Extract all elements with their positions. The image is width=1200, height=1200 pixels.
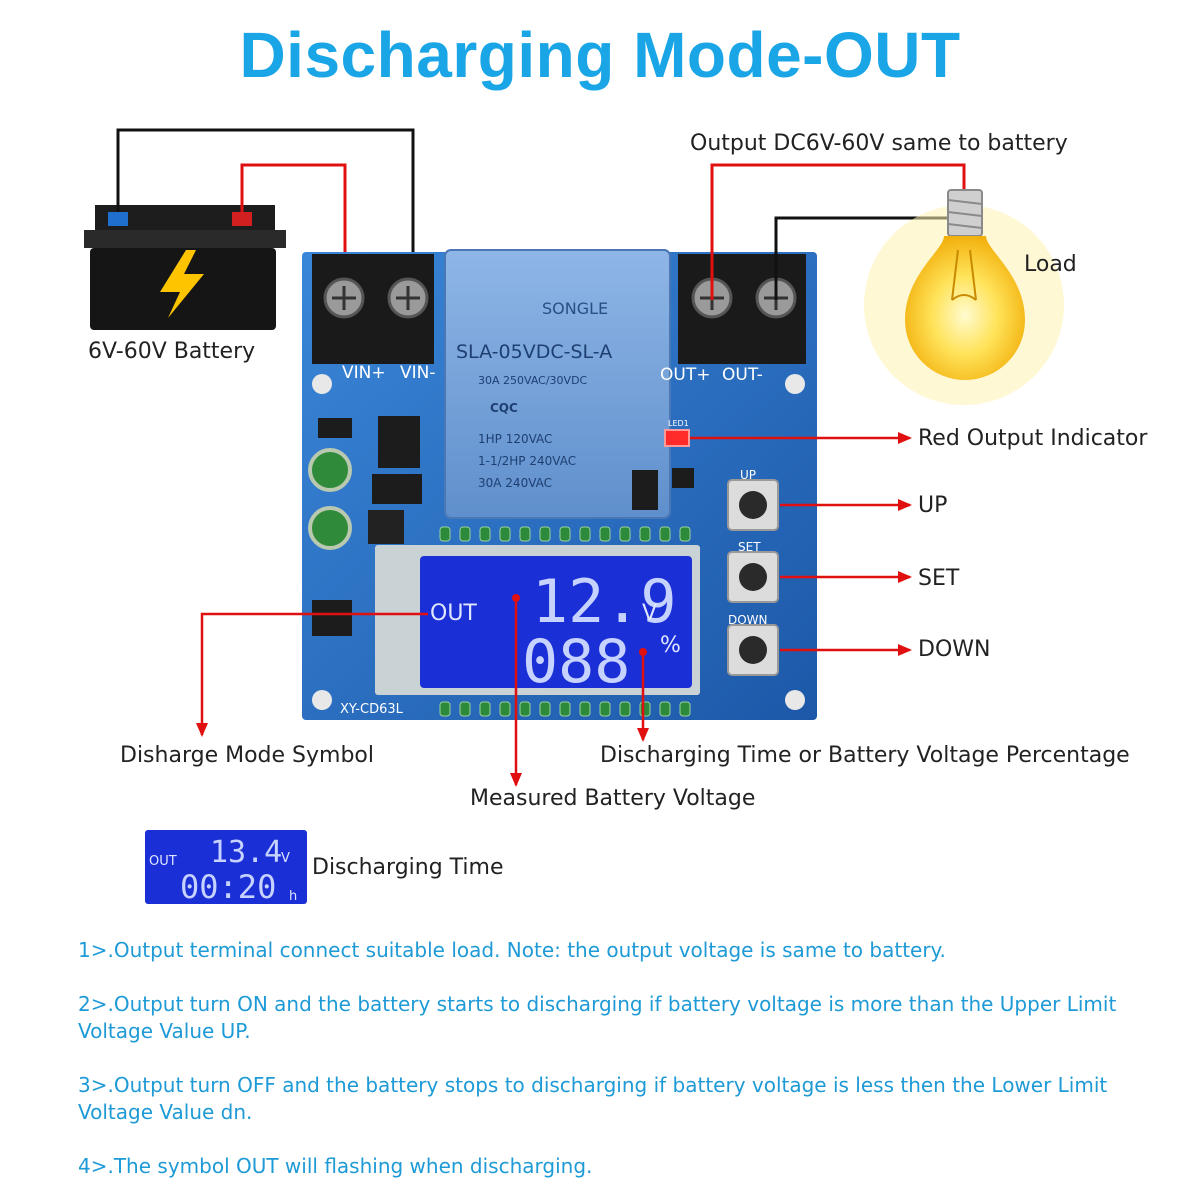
annotation-arrows bbox=[196, 432, 912, 787]
small-lcd-time-unit: h bbox=[289, 889, 297, 904]
button-up-hw bbox=[727, 479, 779, 531]
board-up-label: UP bbox=[740, 468, 756, 482]
battery-label: 6V-60V Battery bbox=[88, 339, 256, 364]
capacitor bbox=[308, 448, 352, 492]
button-down-hw bbox=[727, 624, 779, 676]
red-indicator-label: Red Output Indicator bbox=[918, 426, 1148, 451]
relay bbox=[444, 249, 671, 519]
red-led bbox=[664, 429, 690, 447]
lcd-screen bbox=[420, 556, 692, 688]
relay-rating-3: 1-1/2HP 240VAC bbox=[478, 454, 576, 468]
vin-minus-label: VIN- bbox=[400, 363, 436, 383]
note-4: 4>.The symbol OUT will flashing when dis… bbox=[78, 1154, 593, 1178]
lcd-percent-value: 088 bbox=[522, 627, 630, 697]
load-label: Load bbox=[1024, 252, 1077, 277]
page-title: Discharging Mode-OUT bbox=[239, 19, 961, 91]
board-model: XY-CD63L bbox=[340, 702, 404, 717]
button-set-hw bbox=[727, 551, 779, 603]
relay-rating-1: 30A 250VAC/30VDC bbox=[478, 374, 588, 387]
small-lcd-voltage-unit: V bbox=[281, 851, 290, 866]
note-3: 3>.Output turn OFF and the battery stops… bbox=[78, 1073, 1108, 1124]
note-1: 1>.Output terminal connect suitable load… bbox=[78, 938, 946, 962]
note-2: 2>.Output turn ON and the battery starts… bbox=[78, 992, 1117, 1043]
relay-model: SLA-05VDC-SL-A bbox=[456, 341, 612, 363]
lcd-voltage-value: 12.9 bbox=[532, 567, 677, 637]
relay-rating-2: 1HP 120VAC bbox=[478, 432, 552, 446]
lcd-voltage-unit: V bbox=[642, 601, 657, 626]
battery bbox=[84, 205, 286, 330]
board-down-label: DOWN bbox=[728, 613, 768, 627]
small-lcd bbox=[145, 830, 307, 904]
lightning-icon bbox=[160, 250, 204, 318]
relay-brand: SONGLE bbox=[542, 299, 608, 318]
lcd-mode-symbol: OUT bbox=[430, 601, 477, 626]
set-label: SET bbox=[918, 566, 960, 591]
output-label: Output DC6V-60V same to battery bbox=[690, 131, 1068, 156]
board-led-label: LED1 bbox=[668, 419, 689, 428]
control-board bbox=[302, 249, 817, 720]
out-plus-label: OUT+ bbox=[660, 365, 710, 385]
ic-chip bbox=[378, 416, 420, 468]
measured-voltage-label: Measured Battery Voltage bbox=[470, 786, 756, 811]
board-set-label: SET bbox=[738, 540, 761, 554]
lcd-percent-unit: % bbox=[660, 633, 681, 658]
up-label: UP bbox=[918, 493, 948, 518]
percentage-label: Discharging Time or Battery Voltage Perc… bbox=[600, 743, 1130, 768]
relay-rating-4: 30A 240VAC bbox=[478, 476, 552, 490]
discharging-time-label: Discharging Time bbox=[312, 855, 504, 880]
small-lcd-time: 00:20 bbox=[180, 868, 276, 906]
light-bulb-icon bbox=[864, 189, 1064, 405]
down-label: DOWN bbox=[918, 637, 991, 662]
small-lcd-voltage: 13.4 bbox=[210, 835, 282, 870]
vin-plus-label: VIN+ bbox=[342, 363, 386, 383]
mode-symbol-label: Disharge Mode Symbol bbox=[120, 743, 374, 768]
small-lcd-mode: OUT bbox=[149, 854, 177, 869]
out-minus-label: OUT- bbox=[722, 365, 763, 385]
relay-cert: CQC bbox=[490, 401, 518, 415]
